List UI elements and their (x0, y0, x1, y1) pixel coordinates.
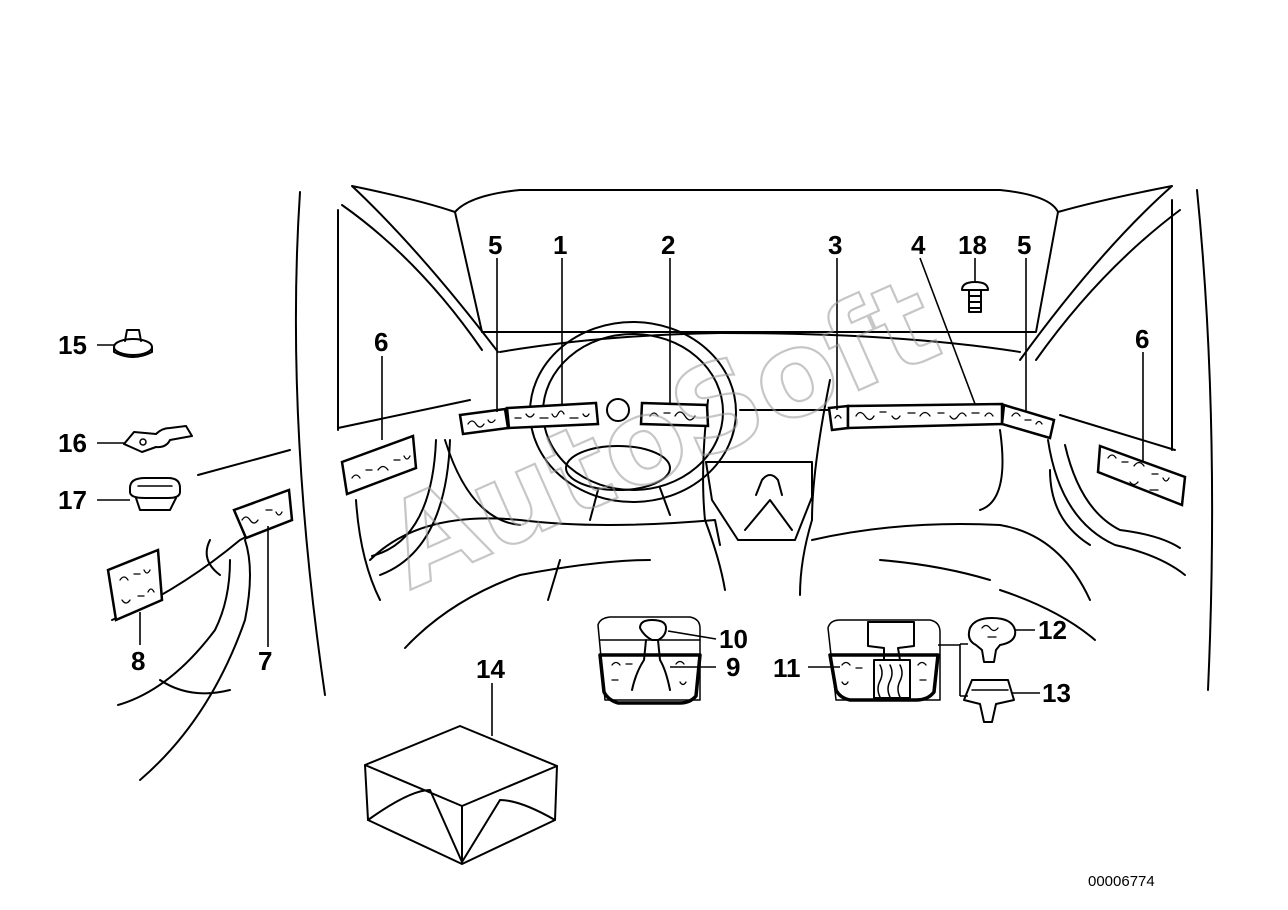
left-outer-frame (294, 191, 326, 696)
trim-part-6-right (1096, 444, 1187, 507)
label-part-5-right: 5 (1017, 230, 1031, 260)
trim-part-7 (232, 488, 294, 540)
wood-grain-pattern (119, 410, 1170, 604)
screw-part-18 (961, 281, 989, 313)
label-part-3: 3 (828, 230, 842, 260)
label-part-1: 1 (553, 230, 567, 260)
label-part-8: 8 (131, 646, 145, 676)
shift-knob-part-10 (631, 619, 671, 691)
box-part-14 (364, 725, 558, 865)
label-part-9: 9 (726, 652, 740, 682)
right-a-pillar (1019, 185, 1181, 361)
grommet-part-17 (129, 477, 181, 511)
label-part-7: 7 (258, 646, 272, 676)
clip-part-16 (123, 425, 193, 453)
center-console (702, 379, 831, 596)
label-part-16: 16 (58, 428, 87, 458)
right-outer-frame (1196, 189, 1214, 691)
shift-knob-part-12 (967, 617, 1017, 663)
right-footwell (879, 559, 1096, 641)
label-part-13: 13 (1042, 678, 1071, 708)
label-part-17: 17 (58, 485, 87, 515)
windshield-outline (454, 189, 1059, 333)
console-shifter (744, 474, 793, 531)
dashboard-top (499, 332, 1021, 353)
front-left-door (111, 449, 291, 781)
label-part-5-left: 5 (488, 230, 502, 260)
right-window-sill (1059, 199, 1176, 451)
dashboard-mid (444, 409, 1004, 526)
auto-shift-trim-part-11 (828, 653, 940, 702)
left-a-pillar (341, 185, 499, 353)
manual-shift-console-detail (597, 616, 702, 705)
label-part-6-right: 6 (1135, 324, 1149, 354)
trim-part-8 (106, 548, 164, 622)
document-number: 00006774 (1088, 873, 1155, 890)
label-part-12: 12 (1038, 615, 1067, 645)
right-door-panel (1047, 439, 1186, 576)
label-part-11: 11 (773, 653, 801, 683)
label-part-6-left: 6 (374, 327, 388, 357)
car-interior-illustration (111, 185, 1214, 781)
manual-shift-trim-part-9 (598, 653, 702, 705)
left-window-sill (337, 209, 471, 431)
steering-wheel-center (606, 398, 630, 422)
steering-column (589, 487, 671, 521)
label-part-14: 14 (476, 654, 505, 684)
label-part-15: 15 (58, 330, 87, 360)
trim-part-5-right (1000, 403, 1056, 440)
left-footwell (404, 559, 651, 649)
label-part-4: 4 (911, 230, 926, 260)
left-door-panel (355, 439, 451, 601)
leader-lines (97, 257, 1144, 736)
label-part-2: 2 (661, 230, 675, 260)
label-part-10: 10 (719, 624, 748, 654)
wood-trim-group (106, 401, 1187, 622)
callout-labels: 1 2 3 4 5 5 18 6 6 15 16 17 8 7 14 10 9 … (58, 230, 1149, 708)
steering-wheel-hub (565, 445, 671, 491)
watermark-text: AutoSoft (365, 251, 957, 616)
shift-knob-part-13 (963, 679, 1015, 723)
bracket-12-13 (938, 643, 968, 697)
trim-part-6-left (340, 434, 418, 496)
auto-shift-console-detail (827, 619, 941, 702)
label-part-18: 18 (958, 230, 987, 260)
nut-part-15 (113, 329, 153, 358)
